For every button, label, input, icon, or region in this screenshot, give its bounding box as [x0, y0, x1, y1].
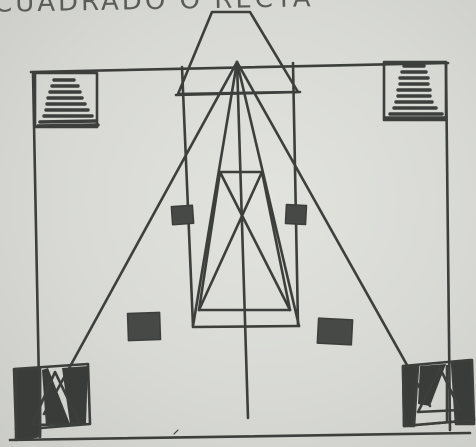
square-mid-left: [171, 205, 193, 224]
small-squares: [128, 204, 353, 344]
apex-lines: [44, 62, 430, 418]
bottom-right-block: [403, 360, 474, 426]
square-mid-right: [285, 204, 306, 224]
pencil-mark: [174, 430, 178, 434]
top-left-block: [35, 73, 98, 127]
bottom-left-block: [14, 364, 90, 440]
square-low-right: [317, 318, 352, 345]
square-low-left: [128, 312, 161, 340]
top-right-block: [384, 62, 446, 120]
